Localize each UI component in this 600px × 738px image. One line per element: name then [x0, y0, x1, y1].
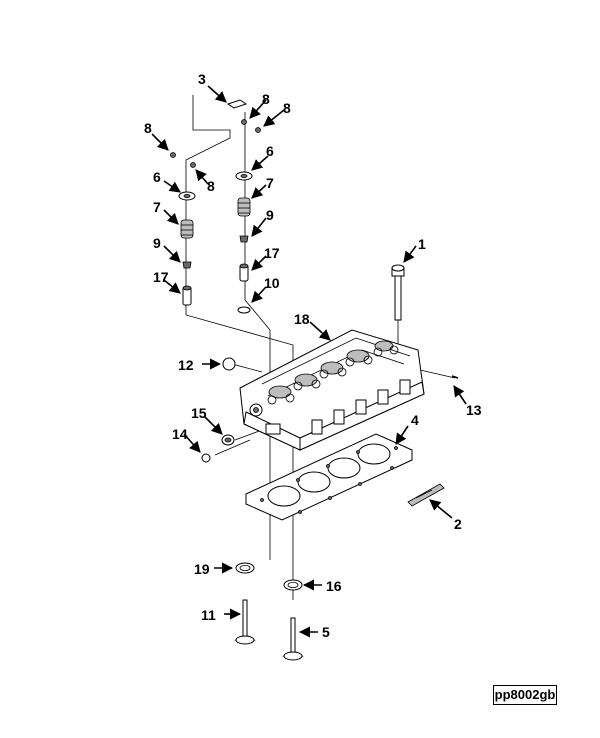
plug-15 — [221, 434, 235, 446]
valve-key-right — [241, 119, 247, 125]
callout-7-right: 7 — [266, 175, 274, 191]
callout-3: 3 — [198, 71, 206, 87]
valve-seal-left — [182, 261, 192, 269]
head-gasket — [245, 433, 413, 521]
leader-arrows — [151, 85, 467, 638]
callout-9-left: 9 — [153, 235, 161, 251]
callout-labels: 1 2 3 4 5 6 6 7 7 8 8 8 8 9 9 10 11 12 1… — [144, 71, 482, 640]
callout-17-right: 17 — [264, 245, 280, 261]
plug-14 — [201, 453, 211, 463]
cylinder-head — [239, 329, 425, 451]
valve-seat-16 — [283, 579, 303, 591]
callout-17-left: 17 — [153, 269, 169, 285]
callout-19: 19 — [194, 561, 210, 577]
valve-seat-19 — [235, 562, 255, 574]
valve-spring-right — [237, 197, 251, 217]
callout-4: 4 — [411, 412, 419, 428]
head-plug-12 — [222, 357, 236, 371]
callout-1: 1 — [418, 236, 426, 252]
valve-bridge — [226, 99, 248, 109]
callout-10: 10 — [264, 275, 280, 291]
valve-key-left-2 — [190, 162, 196, 168]
callout-16: 16 — [326, 578, 342, 594]
callout-14: 14 — [172, 426, 188, 442]
valve-spring-left — [180, 219, 194, 239]
callout-8-left: 8 — [207, 178, 215, 194]
callout-7-left: 7 — [153, 199, 161, 215]
head-pin-13 — [451, 375, 459, 379]
head-bolt — [391, 264, 405, 321]
callout-6-left: 6 — [153, 169, 161, 185]
left-valve-stack — [170, 152, 196, 306]
callout-13: 13 — [466, 402, 482, 418]
callout-2: 2 — [454, 516, 462, 532]
callout-18: 18 — [294, 311, 310, 327]
figure-reference-label: pp8002gb — [493, 685, 557, 705]
callout-8-left-top: 8 — [144, 120, 152, 136]
callout-12: 12 — [178, 357, 194, 373]
gasket-tab — [407, 483, 445, 507]
washer-right — [237, 306, 251, 314]
intake-valve — [234, 599, 256, 645]
callout-11: 11 — [201, 607, 216, 623]
valve-key-left — [170, 152, 176, 158]
callout-8-right-top: 8 — [262, 91, 270, 107]
callout-5: 5 — [322, 624, 330, 640]
right-valve-stack — [226, 99, 261, 314]
callout-9-right: 9 — [266, 207, 274, 223]
callout-15: 15 — [191, 405, 207, 421]
callout-6-right: 6 — [266, 143, 274, 159]
callout-8-right: 8 — [283, 100, 291, 116]
valve-seal-right — [239, 235, 249, 243]
exhaust-valve — [282, 617, 304, 661]
valve-key-right-2 — [255, 127, 261, 133]
